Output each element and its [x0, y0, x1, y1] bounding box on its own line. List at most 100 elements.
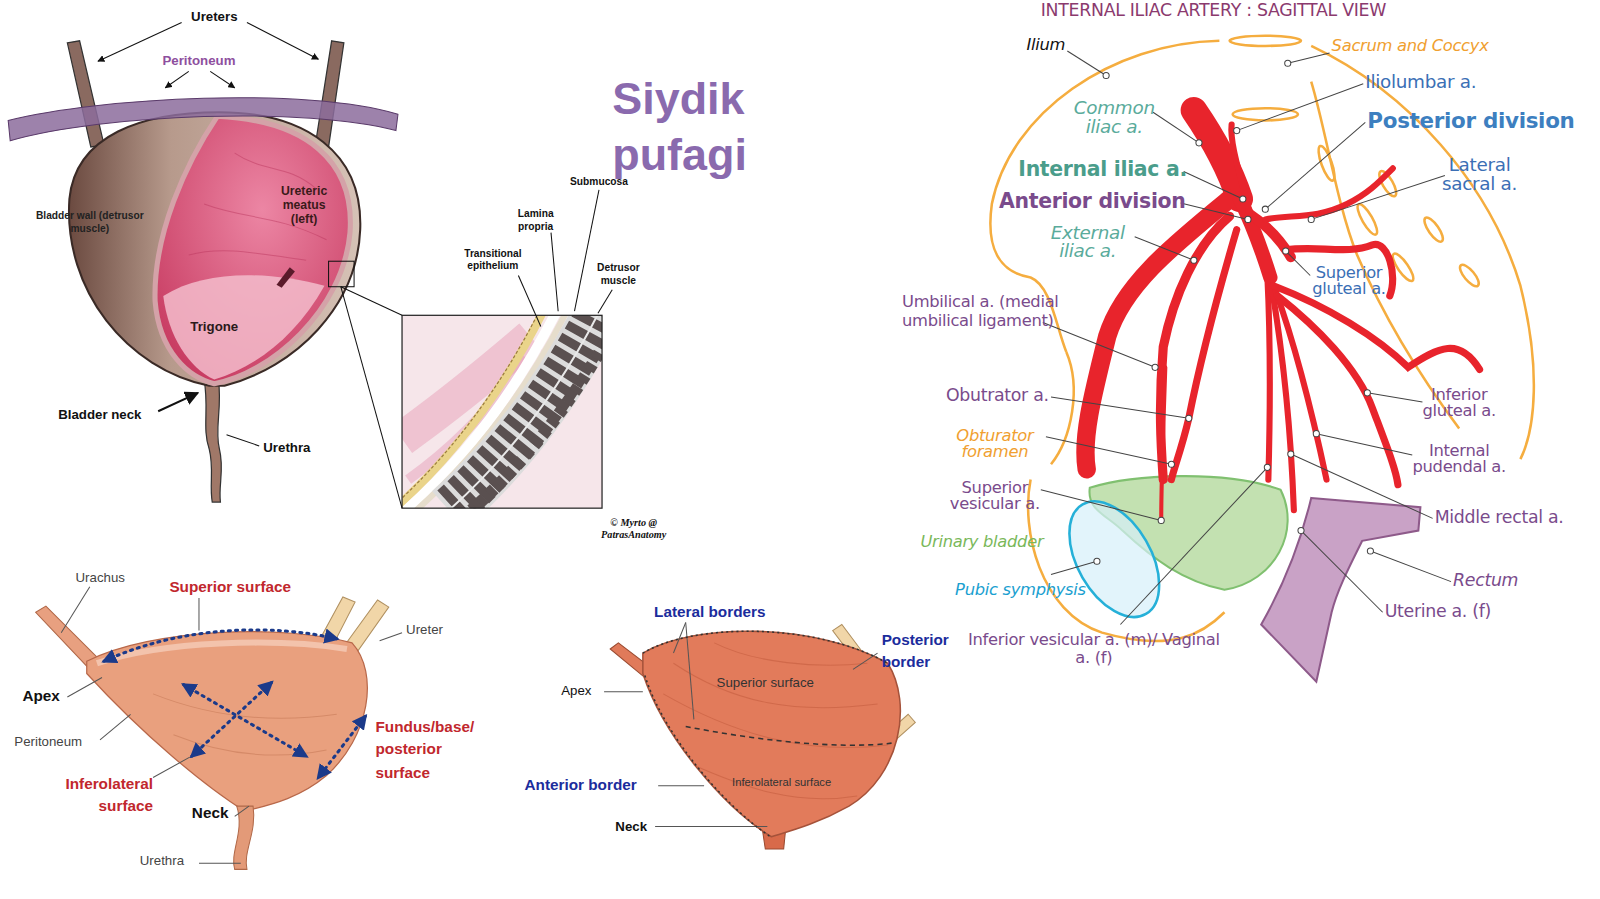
part-label: Peritoneum — [148, 54, 250, 69]
part-label: Sacrum and Coccyx — [1332, 37, 1489, 56]
leader-line — [1067, 51, 1106, 75]
leader-dot — [1313, 431, 1319, 437]
leader-line — [1041, 51, 1451, 624]
leader-dot — [1283, 248, 1289, 254]
part-label: Transitional epithelium — [455, 248, 532, 271]
part-label: Ilium — [1027, 36, 1066, 55]
leader-dot — [1103, 72, 1109, 78]
part-label: Lateral borders — [654, 603, 765, 621]
pelvic-bone — [1354, 202, 1380, 237]
part-label: Common iliac a. — [1069, 99, 1159, 138]
leader-line — [598, 290, 612, 313]
leader-dot — [1285, 60, 1291, 66]
leader-line — [1153, 112, 1199, 143]
wall-inset — [449, 315, 602, 508]
leader-line — [61, 587, 90, 633]
inset-frame — [402, 315, 602, 508]
wall-inset — [449, 315, 602, 508]
part-label: Apex — [561, 683, 591, 698]
leader-line — [98, 22, 612, 445]
part-label: Ureters — [173, 10, 255, 25]
border-line — [686, 727, 894, 746]
leader-dot — [1094, 558, 1100, 564]
surface-arrow — [192, 683, 272, 756]
leader-line — [853, 653, 877, 669]
leader-line — [604, 691, 643, 692]
part-label: Rectum — [1453, 571, 1518, 591]
peritoneum-band — [8, 98, 398, 141]
pubic-symphysis-shape — [1051, 486, 1178, 632]
part-label: © Myrto @ PatrasAnatomy — [590, 517, 677, 540]
part-label: Obturator foramen — [944, 428, 1046, 459]
leader-line — [1043, 322, 1155, 367]
part-label: Internal pudendal a. — [1400, 443, 1517, 474]
wall-inset — [402, 315, 602, 508]
part-label: Urethra — [263, 440, 310, 455]
leader-line — [1237, 84, 1364, 131]
leader-line — [658, 785, 704, 786]
leader-line — [673, 622, 685, 653]
leader-line — [1311, 176, 1445, 220]
leader-line — [1184, 171, 1243, 199]
leader-dot — [1308, 216, 1314, 222]
node-shape — [663, 643, 887, 799]
leader-line — [574, 190, 598, 311]
part-label: Fundus/base/ posterior surface — [376, 715, 500, 784]
pelvic-bone — [1051, 352, 1074, 464]
urethra-tube — [204, 380, 221, 502]
urethra-tube — [234, 806, 254, 869]
leader-line — [1291, 454, 1433, 518]
rectum-shape — [1261, 498, 1420, 682]
part-label: Umbilical a. (medial umbilical ligament) — [902, 293, 1075, 331]
pelvic-bone — [1315, 144, 1337, 182]
leader-line — [235, 806, 249, 816]
leader-line — [1051, 561, 1097, 574]
node-outline — [643, 631, 901, 836]
leader-line — [100, 714, 131, 740]
part-label: Inferior gluteal a. — [1408, 387, 1510, 418]
node-shape — [163, 275, 324, 379]
leader-dot — [1158, 517, 1164, 523]
part-label: Neck — [615, 819, 647, 834]
leader-line — [1051, 397, 1189, 418]
pelvic-bone — [1457, 262, 1482, 289]
part-label: Obutrator a. — [946, 386, 1049, 406]
leader-line — [1301, 531, 1383, 613]
leader-line — [158, 393, 198, 411]
part-label: Superior gluteal a. — [1298, 265, 1400, 296]
leader-line — [1367, 393, 1422, 402]
leader-line — [1041, 490, 1161, 521]
part-label: Superior vesicular a. — [931, 480, 1059, 511]
inset-pointer — [341, 287, 402, 508]
urethra-tube — [204, 380, 221, 502]
leader-line — [247, 22, 318, 59]
inset-pointer — [341, 287, 402, 316]
part-label: Ureter — [406, 622, 443, 637]
surface-arrow — [104, 630, 337, 661]
leader-line — [198, 598, 199, 631]
part-label: Submucosa — [558, 176, 640, 188]
rectum-shape — [1261, 498, 1420, 682]
part-label: Peritoneum — [14, 734, 82, 749]
node-outline — [633, 612, 924, 847]
node-shape — [643, 631, 901, 836]
leader-line — [153, 757, 190, 777]
urethra-tube — [234, 806, 254, 869]
part-label: Anterior border — [524, 776, 636, 794]
artery — [1161, 367, 1165, 520]
leader-line — [61, 587, 877, 864]
surface-arrow — [104, 630, 365, 778]
leader-dot — [1168, 461, 1174, 467]
artery — [1278, 296, 1398, 485]
node-shape — [277, 267, 295, 287]
leader-dot — [1298, 528, 1304, 534]
leader-line — [1181, 203, 1248, 219]
artery — [1240, 199, 1271, 278]
part-label: INTERNAL ILIAC ARTERY : SAGITTAL VIEW — [1041, 1, 1386, 21]
node-shape — [69, 112, 360, 385]
leader-line — [380, 633, 402, 641]
leader-line — [1288, 53, 1330, 63]
peritoneum-band — [8, 98, 398, 141]
